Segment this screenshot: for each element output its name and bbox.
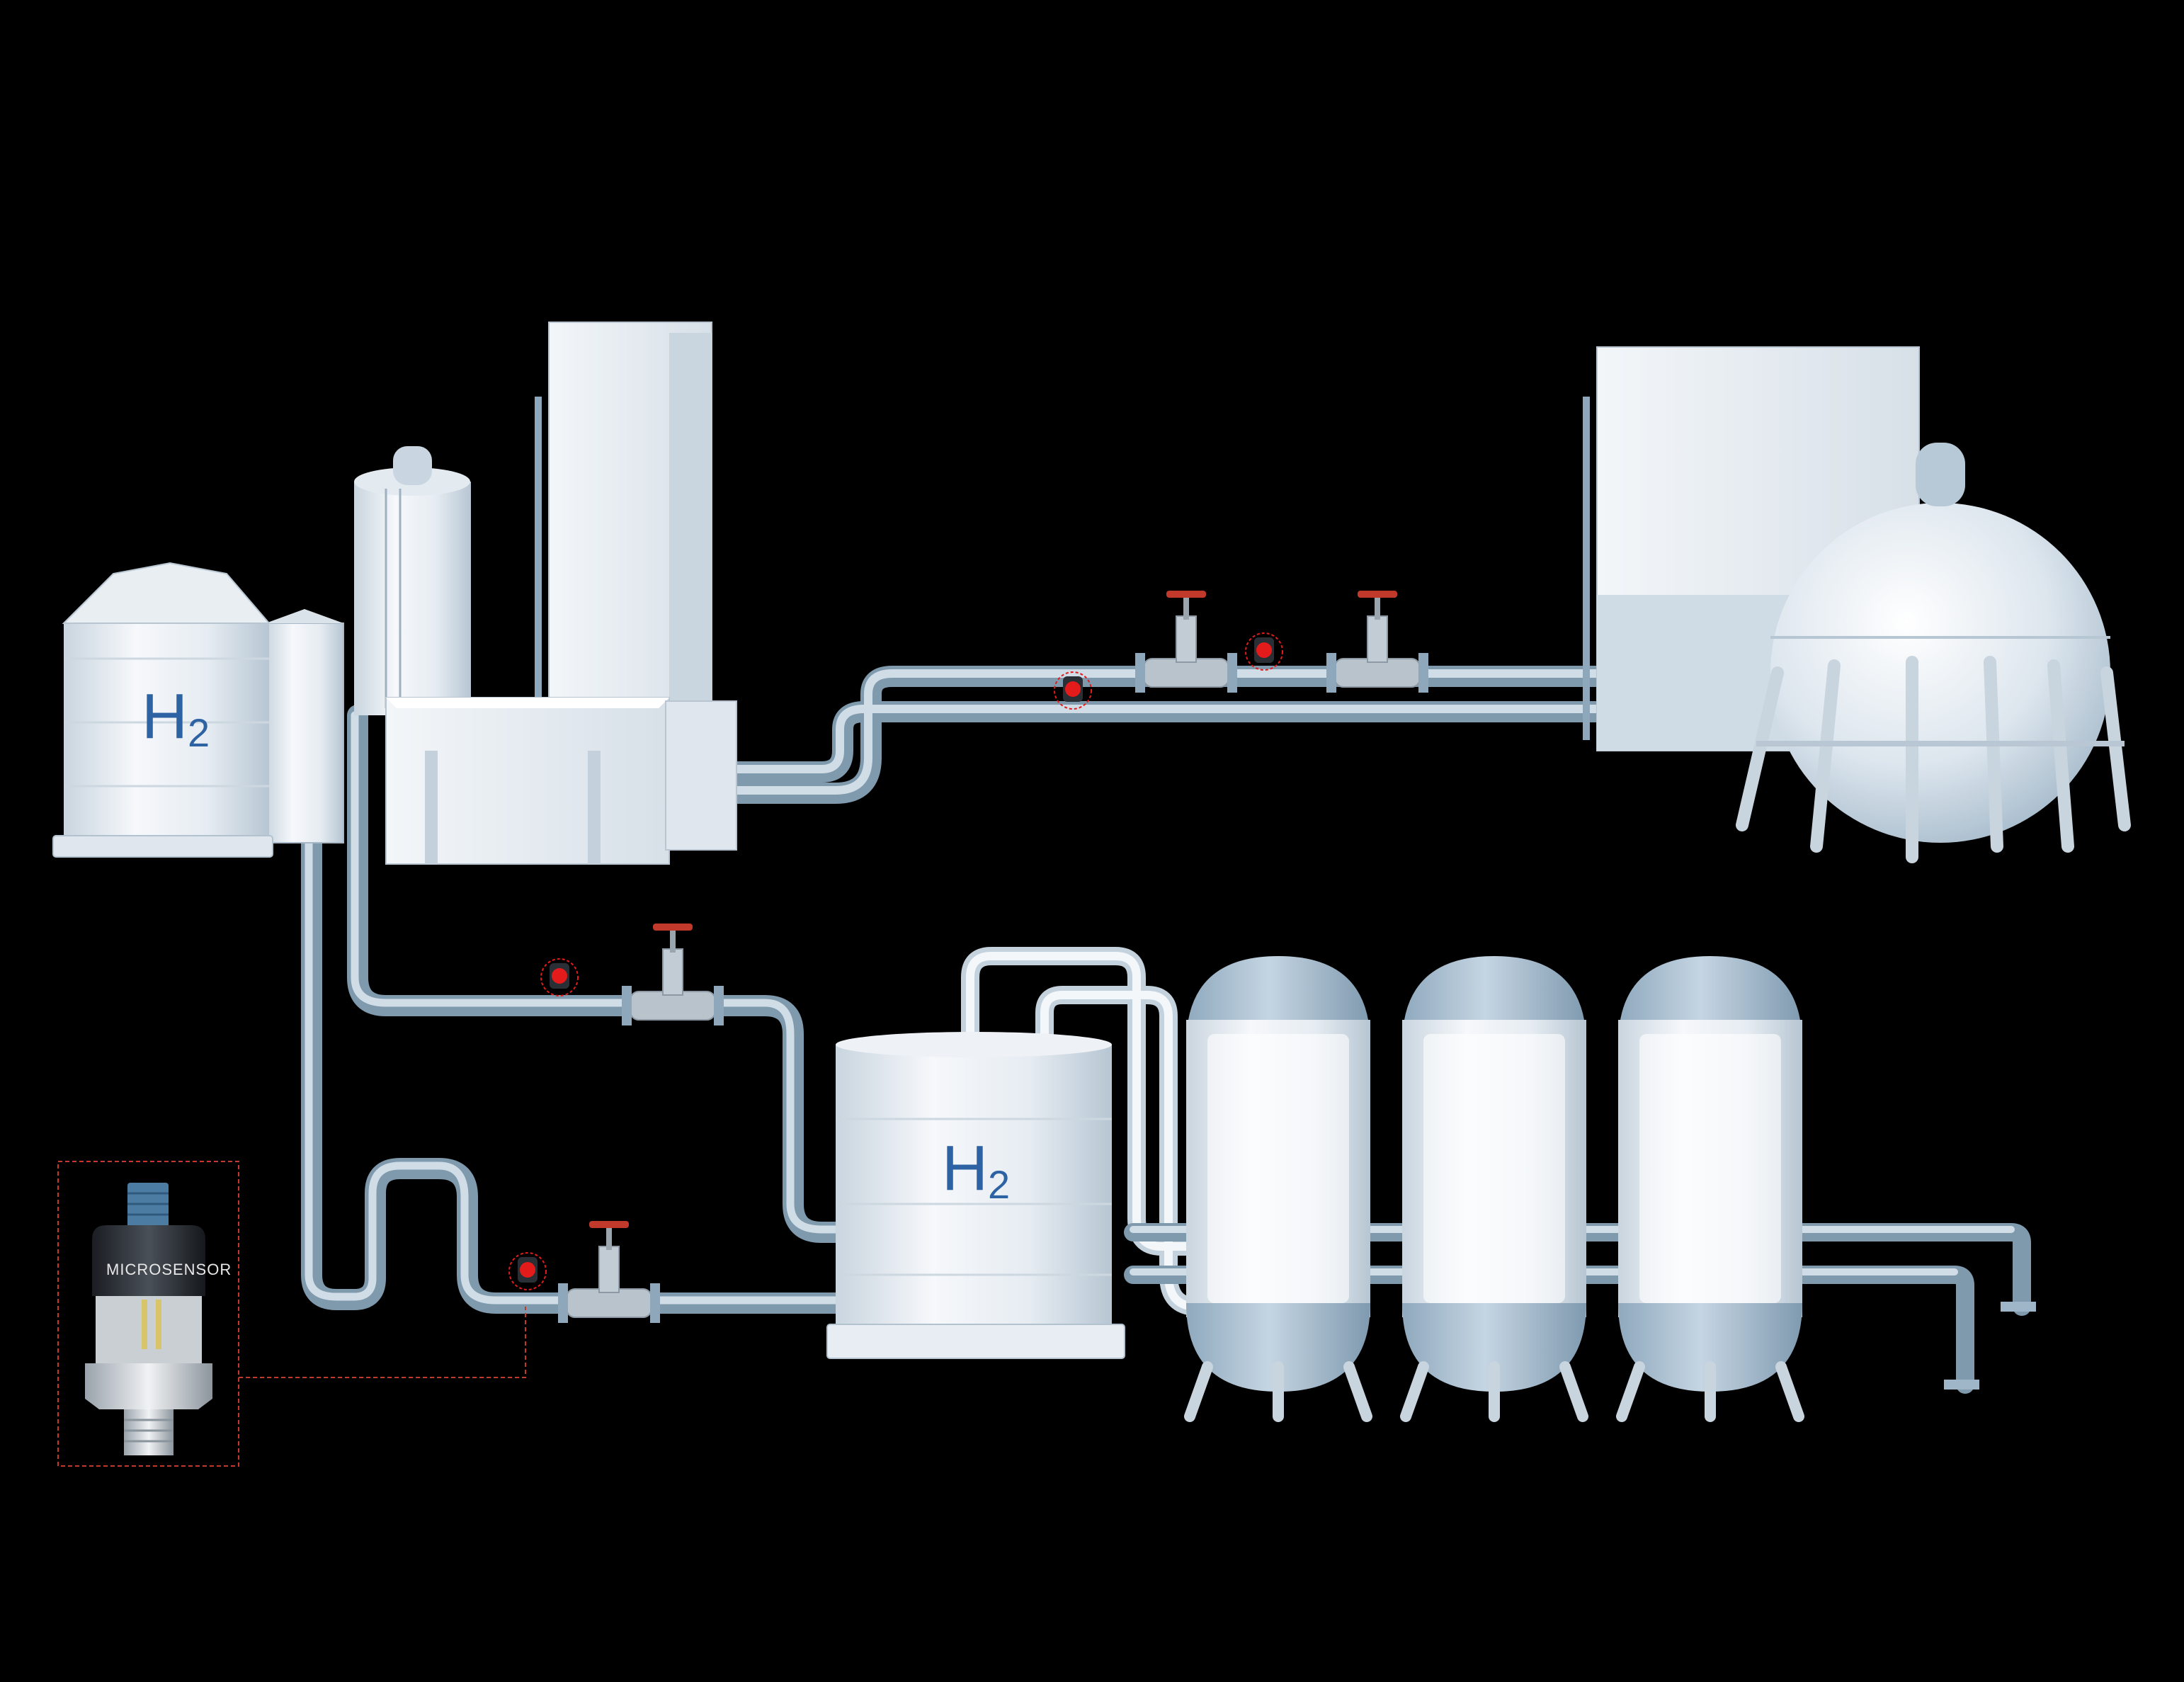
pressure-vessel — [1616, 956, 1804, 1422]
sensor-callout: MICROSENSOR — [57, 1161, 526, 1467]
pressure-sensor-product: MICROSENSOR — [85, 1183, 232, 1455]
valve-handle — [1166, 591, 1206, 598]
valves — [558, 591, 1428, 1323]
valve-handle — [1358, 591, 1397, 598]
sensor-marker — [508, 1252, 547, 1290]
spherical-storage-tank — [1736, 443, 2131, 863]
center-tank-h2-label: H2 — [942, 1133, 1010, 1207]
processing-block — [385, 697, 737, 865]
valve-handle — [653, 924, 693, 931]
pipe-network — [290, 666, 2036, 1394]
sensor-brand-label: MICROSENSOR — [106, 1261, 232, 1278]
sensor-marker — [1054, 671, 1092, 710]
left-h2-tank: H2 — [52, 562, 344, 858]
tall-processing-unit — [535, 322, 712, 720]
pressure-vessels — [1184, 956, 1804, 1422]
gate-valve — [1135, 591, 1237, 693]
pressure-vessel — [1400, 956, 1588, 1422]
valve-handle — [589, 1221, 629, 1228]
pressure-vessel — [1184, 956, 1372, 1422]
cylindrical-column — [354, 446, 471, 715]
sensor-marker — [540, 958, 579, 996]
gate-valve — [1326, 591, 1428, 693]
center-h2-tank: H2 — [826, 1032, 1125, 1359]
sensor-markers — [508, 632, 1283, 1290]
left-tank-h2-label: H2 — [142, 681, 210, 755]
gate-valve — [622, 924, 724, 1025]
gate-valve — [558, 1221, 660, 1323]
sensor-marker — [1245, 632, 1283, 671]
